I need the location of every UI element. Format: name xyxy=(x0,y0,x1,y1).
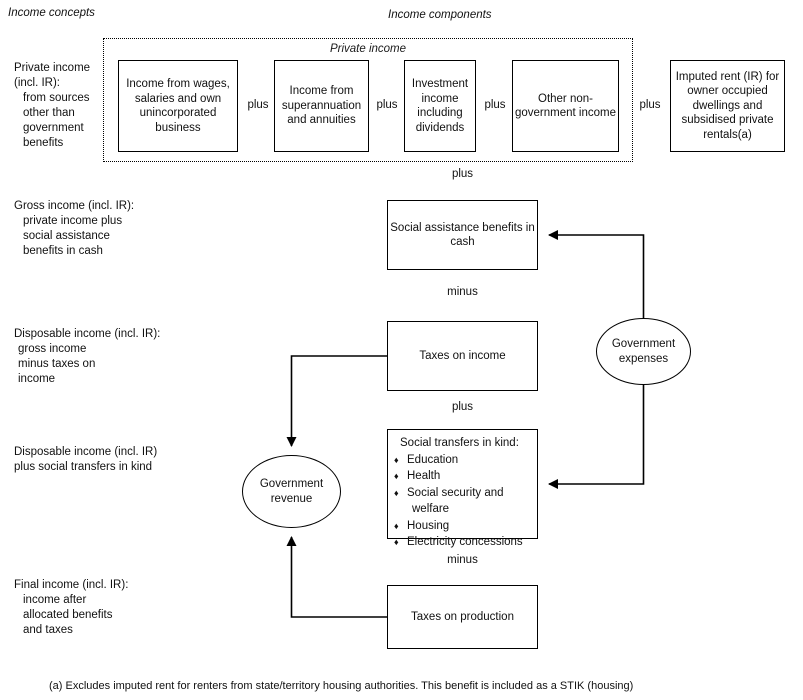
operator-plus-top: plus xyxy=(451,168,474,180)
stik-item-electricity: ♦ Electricity concessions xyxy=(394,534,531,551)
ellipse-government-expenses: Government expenses xyxy=(596,318,691,385)
ellipse-government-revenue: Government revenue xyxy=(242,455,341,528)
operator-plus-3: plus xyxy=(484,99,506,111)
operator-minus-2: minus xyxy=(447,554,478,566)
concept-final-income-line-2: and taxes xyxy=(23,624,73,636)
diamond-bullet-icon: ♦ xyxy=(394,471,399,481)
concept-private-income-title2: (incl. IR): xyxy=(14,77,60,89)
stik-item-education-label: Education xyxy=(407,453,459,466)
concept-disposable-income-line-1: minus taxes on xyxy=(18,358,96,370)
concept-gross-income: Gross income (incl. IR): private income … xyxy=(14,199,194,259)
box-other-non-government-income: Other non-government income xyxy=(512,60,619,152)
stik-item-housing: ♦ Housing xyxy=(394,518,531,535)
stik-item-social-security: ♦ Social security and welfare xyxy=(394,485,531,518)
private-income-group xyxy=(103,38,633,162)
operator-minus-1: minus xyxy=(447,286,478,298)
footnote-a: (a) Excludes imputed rent for renters fr… xyxy=(49,680,634,692)
concept-final-income-line-0: income after xyxy=(23,594,87,606)
operator-plus-mid: plus xyxy=(451,401,474,413)
box-social-assistance-benefits: Social assistance benefits in cash xyxy=(387,200,538,270)
header-income-concepts: Income concepts xyxy=(8,7,95,19)
stik-item-housing-label: Housing xyxy=(407,519,450,532)
stik-heading: Social transfers in kind: xyxy=(400,437,519,449)
concept-gross-income-line-2: benefits in cash xyxy=(23,245,103,257)
stik-item-social-security-label: Social security and xyxy=(407,486,504,499)
concept-final-income: Final income (incl. IR): income after al… xyxy=(14,578,194,638)
concept-private-income: Private income (incl. IR): from sources … xyxy=(14,61,106,151)
private-income-group-label: Private income xyxy=(329,43,407,55)
concept-disposable-income: Disposable income (incl. IR): gross inco… xyxy=(14,327,194,387)
connector-taxes-income-to-revenue xyxy=(286,355,387,447)
box-imputed-rent: Imputed rent (IR) for owner occupied dwe… xyxy=(670,60,785,152)
concept-gross-income-line-1: social assistance xyxy=(23,230,110,242)
diamond-bullet-icon: ♦ xyxy=(394,454,399,465)
concept-disposable-income-line-0: gross income xyxy=(18,343,87,355)
concept-disposable-income-line-2: income xyxy=(18,373,56,385)
box-social-transfers-in-kind: Social transfers in kind: ♦ Education ♦ … xyxy=(387,429,538,548)
box-income-superannuation: Income from superannuation and annuities xyxy=(274,60,369,152)
concept-disposable-plus-stik-title: Disposable income (incl. IR) xyxy=(14,446,158,458)
diamond-bullet-icon: ♦ xyxy=(394,487,399,498)
concept-disposable-plus-stik-line-0: plus social transfers in kind xyxy=(14,461,153,473)
stik-item-education: ♦ Education xyxy=(394,452,531,469)
ellipse-government-revenue-label: Government revenue xyxy=(259,477,324,505)
concept-gross-income-line-0: private income plus xyxy=(23,215,123,227)
concept-private-income-line-2: government xyxy=(23,122,84,134)
concept-final-income-line-1: allocated benefits xyxy=(23,609,113,621)
stik-item-health-label: Health xyxy=(407,470,441,482)
box-investment-income: Investment income including dividends xyxy=(404,60,476,152)
header-income-components: Income components xyxy=(388,9,492,21)
ellipse-government-expenses-label: Government expenses xyxy=(611,337,676,365)
stik-item-social-security-cont: welfare xyxy=(412,503,450,515)
stik-item-health: ♦ Health xyxy=(394,468,531,485)
stik-list: ♦ Education ♦ Health ♦ Social security a… xyxy=(394,452,531,551)
concept-gross-income-title: Gross income (incl. IR): xyxy=(14,200,135,212)
concept-disposable-plus-stik: Disposable income (incl. IR) plus social… xyxy=(14,445,214,475)
concept-private-income-title: Private income xyxy=(14,62,91,74)
concept-private-income-line-1: other than xyxy=(23,107,75,119)
operator-plus-2: plus xyxy=(376,99,398,111)
box-income-wages-salaries: Income from wages, salaries and own unin… xyxy=(118,60,238,152)
concept-final-income-title: Final income (incl. IR): xyxy=(14,579,129,591)
diamond-bullet-icon: ♦ xyxy=(394,520,399,531)
connector-expenses-to-stik xyxy=(548,385,645,489)
connector-expenses-to-social-assistance xyxy=(548,230,645,318)
stik-item-electricity-label: Electricity concessions xyxy=(407,536,523,548)
box-taxes-on-production: Taxes on production xyxy=(387,585,538,649)
concept-disposable-income-title: Disposable income (incl. IR): xyxy=(14,328,161,340)
concept-private-income-line-3: benefits xyxy=(23,137,64,149)
box-taxes-on-income: Taxes on income xyxy=(387,321,538,391)
operator-plus-4: plus xyxy=(639,99,661,111)
diamond-bullet-icon: ♦ xyxy=(394,537,399,547)
operator-plus-1: plus xyxy=(247,99,269,111)
connector-taxes-production-to-revenue xyxy=(286,536,387,618)
concept-private-income-line-0: from sources xyxy=(23,92,90,104)
